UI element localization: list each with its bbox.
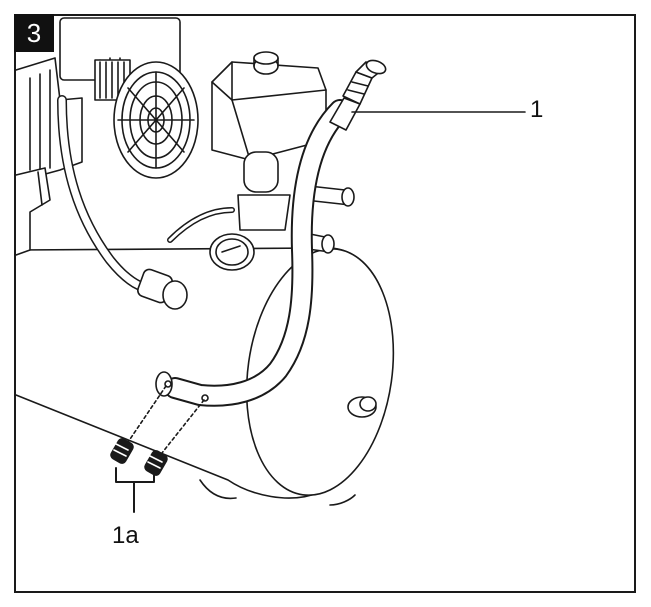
pump-pipe xyxy=(57,95,235,310)
air-tank xyxy=(15,247,395,506)
tank-drain-fitting xyxy=(347,396,377,418)
side-bracket xyxy=(15,167,51,256)
fasteners-1a xyxy=(110,438,168,476)
fan-guard xyxy=(113,61,199,179)
step-number-badge: 3 xyxy=(14,14,54,52)
callout-label-1a: 1a xyxy=(112,522,139,549)
assembly-guide-lines xyxy=(123,385,205,459)
pressure-switch xyxy=(211,51,327,161)
callout-label-1: 1 xyxy=(530,96,544,123)
pressure-gauge xyxy=(209,233,255,271)
callout-1a-bracket xyxy=(115,467,155,513)
discharge-pipe xyxy=(155,59,387,407)
